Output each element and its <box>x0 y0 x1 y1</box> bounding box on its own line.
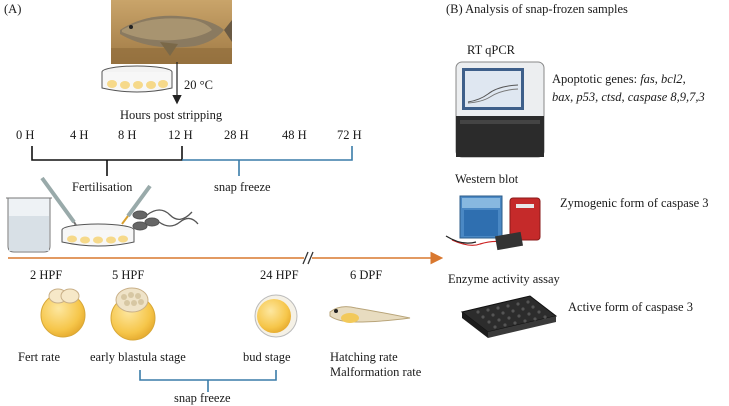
apoptotic-genes-line2: bax, p53, ctsd, caspase 8,9,7,3 <box>552 90 705 104</box>
apoptotic-genes-line1: Apoptotic genes: fas, bcl2, <box>552 72 686 86</box>
western-blot-label: Western blot <box>455 172 519 186</box>
hours-title: Hours post stripping <box>120 108 223 122</box>
embryo-icon <box>40 288 86 338</box>
temperature-label: 20 °C <box>184 78 213 92</box>
hour-tick-label: 4 H <box>70 128 89 142</box>
stage-time-label: 6 DPF <box>350 268 383 282</box>
fish-photo <box>111 0 232 64</box>
stage-time-label: 24 HPF <box>260 268 299 282</box>
fertilisation-dish-icon <box>61 223 135 247</box>
stage-label: Fert rate <box>18 350 60 364</box>
hour-tick-label: 8 H <box>118 128 137 142</box>
hour-tick-label: 12 H <box>168 128 193 142</box>
beaker-icon <box>6 197 52 253</box>
sperm-icon <box>132 209 199 231</box>
larva-icon <box>329 306 411 323</box>
qpcr-machine-icon <box>455 61 545 158</box>
embryo-icon <box>254 294 298 338</box>
fertilisation-label: Fertilisation <box>72 180 133 194</box>
malformation-label: Malformation rate <box>330 365 422 379</box>
stage-label: bud stage <box>243 350 291 364</box>
pipette-icon <box>40 176 152 233</box>
snap-freeze-top-label: snap freeze <box>214 180 271 194</box>
timeline-break <box>302 251 314 265</box>
snap-freeze-bottom-bracket <box>139 370 277 392</box>
fertilisation-bracket <box>31 146 183 176</box>
microplate-icon <box>460 295 558 338</box>
qpcr-label: RT qPCR <box>467 43 515 57</box>
zymogenic-label: Zymogenic form of caspase 3 <box>560 196 709 210</box>
snap-freeze-bracket <box>182 146 353 176</box>
embryo-icon <box>110 287 156 341</box>
hour-tick-label: 28 H <box>224 128 249 142</box>
petri-dish-icon <box>101 65 173 93</box>
hour-tick-label: 72 H <box>337 128 362 142</box>
stage-label: early blastula stage <box>90 350 186 364</box>
stage-time-label: 2 HPF <box>30 268 63 282</box>
stage-label: Hatching rate <box>330 350 398 364</box>
hour-tick-label: 48 H <box>282 128 307 142</box>
stage-time-label: 5 HPF <box>112 268 145 282</box>
enzyme-assay-label: Enzyme activity assay <box>448 272 560 286</box>
hour-tick-label: 0 H <box>16 128 35 142</box>
western-blot-tank-icon <box>445 195 541 251</box>
active-form-label: Active form of caspase 3 <box>568 300 693 314</box>
panel-a-label: (A) <box>4 2 22 16</box>
snap-freeze-bottom-label: snap freeze <box>174 391 231 405</box>
panel-b-title: (B) Analysis of snap-frozen samples <box>446 2 628 16</box>
